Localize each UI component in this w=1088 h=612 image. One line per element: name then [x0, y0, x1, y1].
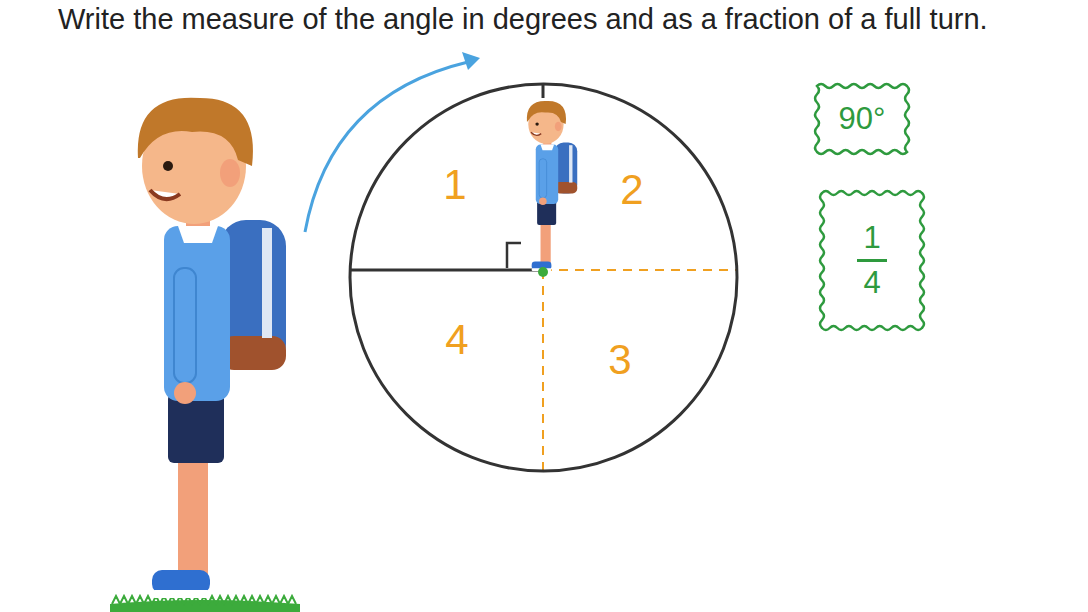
fraction-part: 1	[863, 221, 880, 255]
answer-box: 14	[822, 193, 922, 328]
wavy-border	[815, 84, 909, 154]
quadrant-number: 4	[445, 316, 468, 364]
dashed-line	[543, 269, 736, 271]
angle-arm	[349, 269, 543, 272]
fraction-part: 4	[863, 266, 880, 300]
small-kid	[527, 101, 577, 271]
wavy-border	[820, 191, 924, 330]
top-tick	[542, 84, 545, 98]
large-kid	[138, 98, 286, 598]
circle-border	[350, 84, 737, 471]
box-content: 14	[822, 193, 922, 328]
title-text: Write the measure of the angle in degree…	[58, 2, 988, 37]
center-dot	[538, 267, 548, 277]
quadrant-number: 1	[443, 161, 466, 209]
turn-circle: 1 2 4 3	[348, 82, 739, 473]
fraction-bar	[857, 259, 887, 262]
quadrant-number: 2	[620, 166, 643, 214]
box-content: 90°	[817, 86, 907, 152]
circle-outline	[348, 82, 739, 473]
dashed-line	[542, 270, 544, 470]
answer-box: 90°	[817, 86, 907, 152]
degree-value: 90°	[839, 102, 886, 136]
right-angle-mark	[507, 243, 521, 268]
turn-arrow	[305, 62, 468, 232]
turn-arrowhead	[462, 52, 480, 70]
grass	[110, 596, 300, 612]
quadrant-number: 3	[608, 336, 631, 384]
